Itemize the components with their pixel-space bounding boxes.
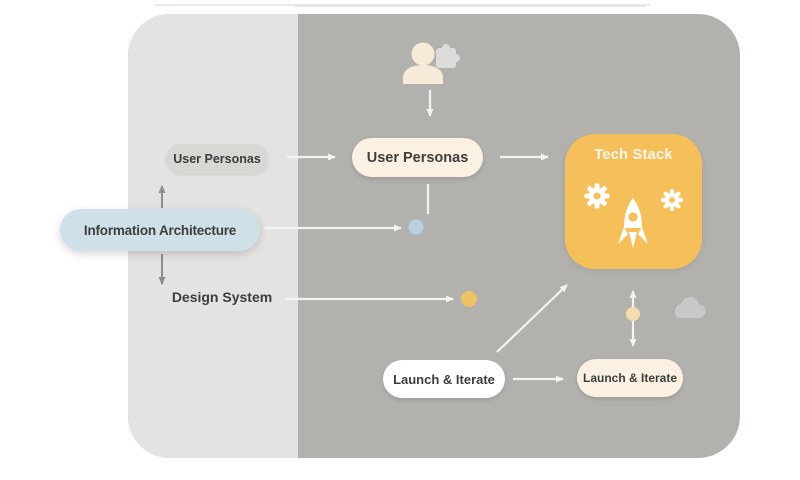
node-launch-iterate-cream: Launch & Iterate [577, 359, 683, 397]
rocket-icon [618, 198, 648, 248]
node-user-personas-center: User Personas [352, 138, 483, 177]
top-edge-artifact [155, 4, 650, 6]
node-label: Launch & Iterate [393, 371, 495, 387]
node-user-personas-left: User Personas [166, 144, 268, 174]
node-label: Launch & Iterate [582, 371, 678, 385]
top-edge-artifact-2 [295, 5, 645, 7]
gear-icon [661, 189, 683, 211]
tech-stack-icons [584, 183, 683, 248]
node-information-architecture: Information Architecture [60, 209, 260, 251]
node-label: User Personas [173, 152, 261, 166]
node-label: User Personas [366, 149, 469, 166]
node-label: Information Architecture [83, 222, 237, 238]
tech-stack-title: Tech Stack [594, 147, 673, 163]
node-tech-stack: Tech Stack [565, 134, 702, 269]
node-design-system: Design System [172, 288, 272, 306]
node-launch-iterate-white: Launch & Iterate [383, 360, 505, 398]
node-label: Design System [171, 289, 273, 305]
gear-icon [584, 183, 610, 209]
